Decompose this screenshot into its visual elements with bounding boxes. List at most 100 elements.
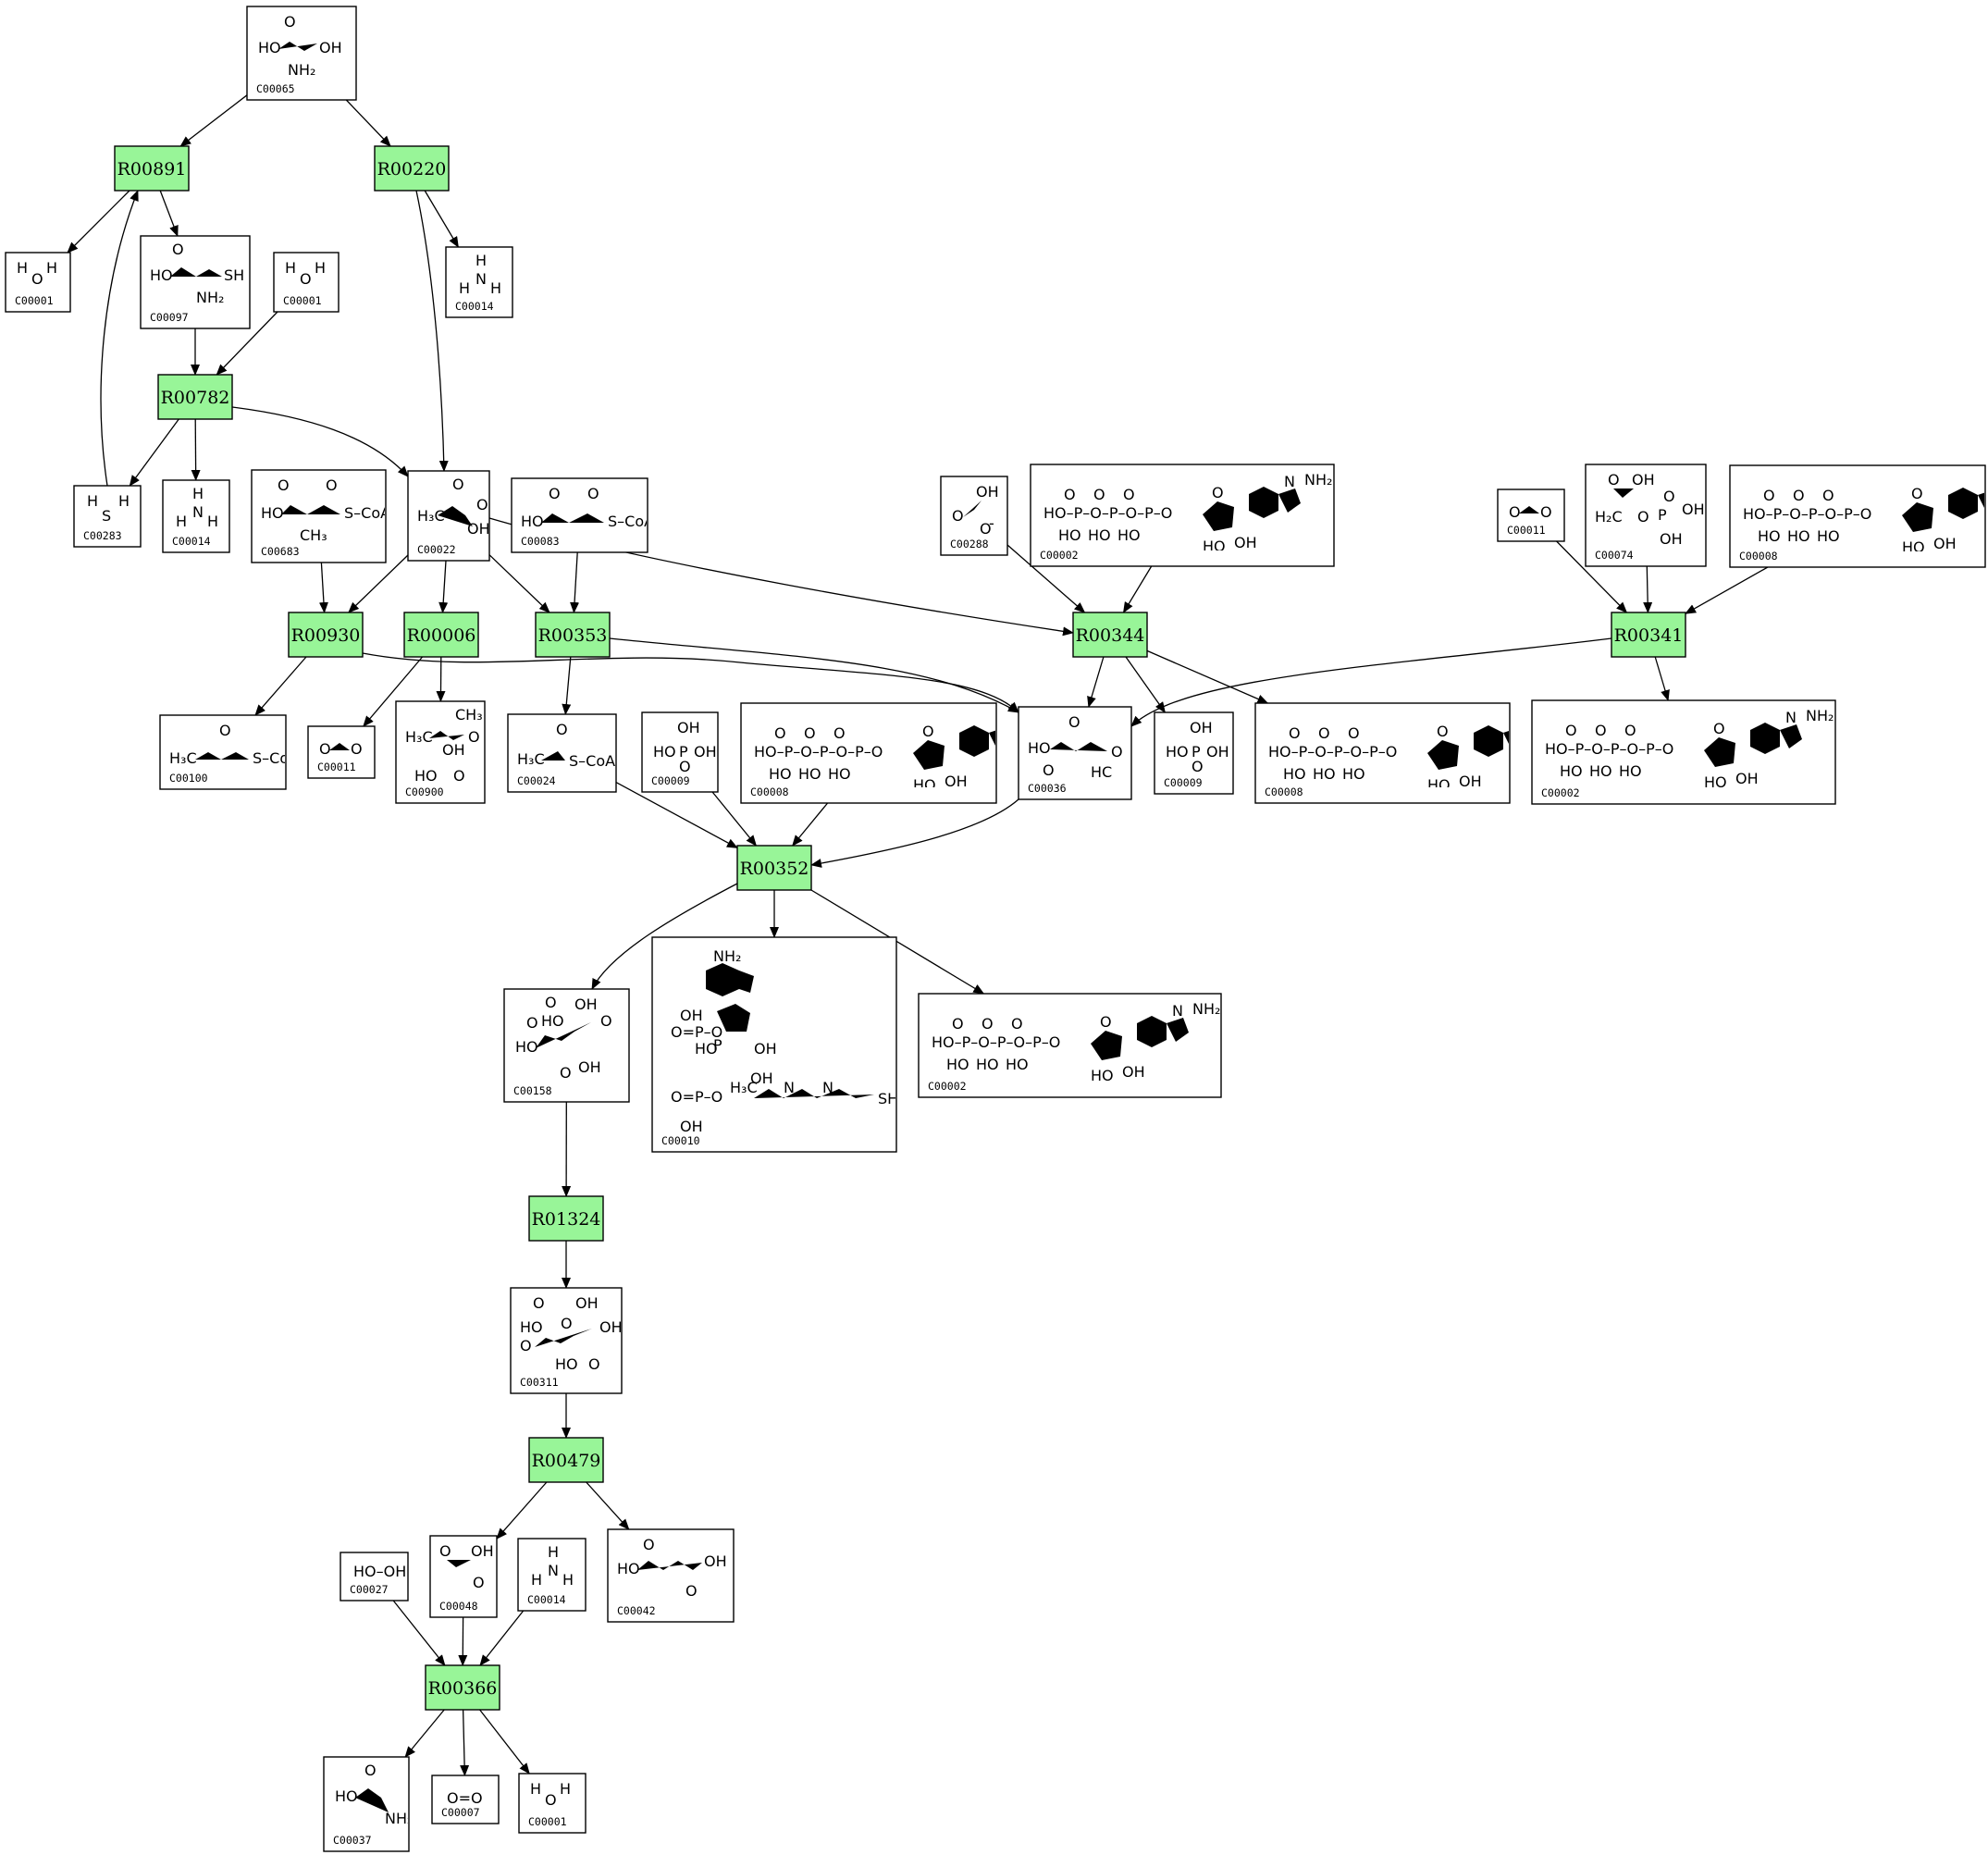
compound-node-c00014b[interactable]: C00014 [162, 479, 230, 553]
reaction-box [1611, 612, 1686, 658]
compound-node-c00024[interactable]: C00024 [507, 713, 617, 793]
reaction-node-r00891[interactable]: R00891 [114, 145, 190, 192]
reaction-label: R00366 [428, 1678, 498, 1699]
compound-node-c00288[interactable]: C00288 [940, 476, 1008, 556]
edge-c00001b-to-R00782 [216, 311, 278, 376]
edge-c00002a-to-R00344 [1122, 565, 1153, 613]
compound-node-c00900[interactable]: C00900 [395, 700, 486, 804]
reaction-box [114, 145, 190, 192]
compound-id-label: C00001 [528, 1815, 567, 1828]
reaction-label: R00220 [377, 159, 447, 179]
reaction-node-r00352[interactable]: R00352 [736, 845, 812, 891]
compound-node-c00027[interactable]: C00027 [340, 1552, 409, 1601]
edge-c00022-to-R00006 [438, 560, 449, 613]
compound-id-label: C00158 [513, 1084, 552, 1097]
compound-node-c00008a[interactable]: C00008 [1729, 464, 1988, 568]
compound-node-c00002a[interactable]: C00002 [1030, 464, 1335, 567]
compound-node-c00007[interactable]: C00007 [431, 1775, 500, 1824]
edge-c00008a-to-R00341 [1685, 566, 1769, 614]
compound-node-c00158[interactable]: C00158 [503, 988, 630, 1103]
compound-id-label: C00048 [439, 1600, 478, 1613]
edges-layer [67, 94, 1769, 1776]
reaction-label: R00930 [291, 625, 361, 646]
compound-node-c00002b[interactable]: C00002 [1531, 699, 1836, 805]
compound-node-c00009a[interactable]: C00009 [641, 711, 719, 793]
compound-id-label: C00311 [520, 1376, 559, 1389]
edge-R00930-to-c00036 [362, 652, 1019, 713]
reaction-box [403, 612, 479, 658]
compound-node-c00683[interactable]: C00683 [251, 469, 390, 563]
edge-c00027-to-R00366 [392, 1600, 446, 1666]
compound-node-c00083[interactable]: C00083 [511, 477, 654, 553]
compound-id-label: C00007 [441, 1806, 480, 1819]
reaction-label: R00353 [538, 625, 608, 646]
compound-id-label: C00014 [527, 1593, 566, 1606]
compound-node-c00010[interactable]: C00010 [651, 936, 898, 1153]
reaction-node-r00930[interactable]: R00930 [288, 612, 364, 658]
compound-id-label: C00010 [661, 1134, 700, 1147]
compound-node-c00011b[interactable]: C00011 [307, 725, 376, 779]
compound-node-c00037[interactable]: C00037 [323, 1756, 413, 1852]
compound-id-label: C00900 [405, 785, 444, 798]
reaction-box [528, 1195, 604, 1242]
edge-R00782-to-c00014b [191, 418, 201, 481]
compound-node-c00311[interactable]: C00311 [510, 1287, 623, 1394]
edge-c00014c-to-R00366 [479, 1610, 525, 1666]
edge-c00011a-to-R00341 [1556, 540, 1628, 613]
structure-peroxide [353, 1563, 407, 1580]
reaction-box [157, 374, 233, 420]
reaction-box [528, 1437, 604, 1483]
edge-c00288-to-R00344 [1006, 544, 1086, 613]
compound-id-label: C00042 [617, 1604, 656, 1617]
reaction-node-r01324[interactable]: R01324 [528, 1195, 604, 1242]
edge-R00352-to-c00002c [810, 889, 985, 995]
compound-node-c00283[interactable]: C00283 [73, 485, 142, 548]
reaction-node-r00220[interactable]: R00220 [374, 145, 450, 192]
edge-R00891-to-c00001a [67, 190, 130, 254]
compound-node-c00008c[interactable]: C00008 [1254, 702, 1557, 804]
reaction-node-r00782[interactable]: R00782 [157, 374, 233, 420]
reaction-node-r00344[interactable]: R00344 [1072, 612, 1148, 658]
compound-node-c00001a[interactable]: C00001 [5, 252, 71, 313]
reaction-box [535, 612, 611, 658]
compound-node-c00097[interactable]: C00097 [140, 235, 251, 329]
compound-node-c00065[interactable]: C00065 [246, 6, 357, 101]
reaction-node-r00366[interactable]: R00366 [425, 1664, 500, 1711]
compound-node-c00100[interactable]: C00100 [159, 714, 299, 790]
compound-node-c00001c[interactable]: C00001 [518, 1773, 587, 1834]
edge-R00891-to-c00097 [159, 190, 179, 237]
compound-id-label: C00008 [750, 785, 789, 798]
compound-id-label: C00022 [417, 543, 456, 556]
reaction-label: R00479 [532, 1451, 601, 1471]
compound-node-c00036[interactable]: C00036 [1018, 706, 1132, 800]
reaction-box [374, 145, 450, 192]
compound-id-label: C00002 [1541, 786, 1580, 799]
edge-c00036-to-R00352 [810, 798, 1019, 868]
compound-node-c00022[interactable]: C00022 [407, 470, 490, 562]
compound-id-label: C00097 [150, 311, 189, 324]
reaction-node-r00006[interactable]: R00006 [403, 612, 479, 658]
compound-id-label: C00011 [317, 761, 356, 773]
edge-R00220-to-c00014a [424, 190, 459, 248]
reaction-box [1072, 612, 1148, 658]
reaction-box [425, 1664, 500, 1711]
compound-node-c00042[interactable]: C00042 [607, 1528, 735, 1623]
reaction-label: R00891 [117, 159, 187, 179]
compound-node-c00002c[interactable]: C00002 [918, 993, 1222, 1098]
compound-node-c00008b[interactable]: C00008 [740, 702, 1043, 804]
compound-node-c00001b[interactable]: C00001 [273, 252, 340, 313]
compound-node-c00074[interactable]: C00074 [1585, 464, 1707, 567]
compound-node-c00048[interactable]: C00048 [429, 1535, 498, 1618]
compound-node-c00011a[interactable]: C00011 [1497, 488, 1565, 542]
reaction-node-r00353[interactable]: R00353 [535, 612, 611, 658]
edge-c00065-to-R00891 [179, 94, 248, 147]
compound-node-c00009b[interactable]: C00009 [1154, 711, 1234, 795]
edge-R00341-to-c00036 [1130, 637, 1612, 727]
reaction-node-r00479[interactable]: R00479 [528, 1437, 604, 1483]
compound-node-c00014c[interactable]: C00014 [517, 1538, 587, 1612]
reaction-node-r00341[interactable]: R00341 [1611, 612, 1686, 658]
compound-id-label: C00083 [521, 535, 560, 548]
compound-box [307, 725, 376, 779]
compound-node-c00014a[interactable]: C00014 [445, 246, 513, 318]
